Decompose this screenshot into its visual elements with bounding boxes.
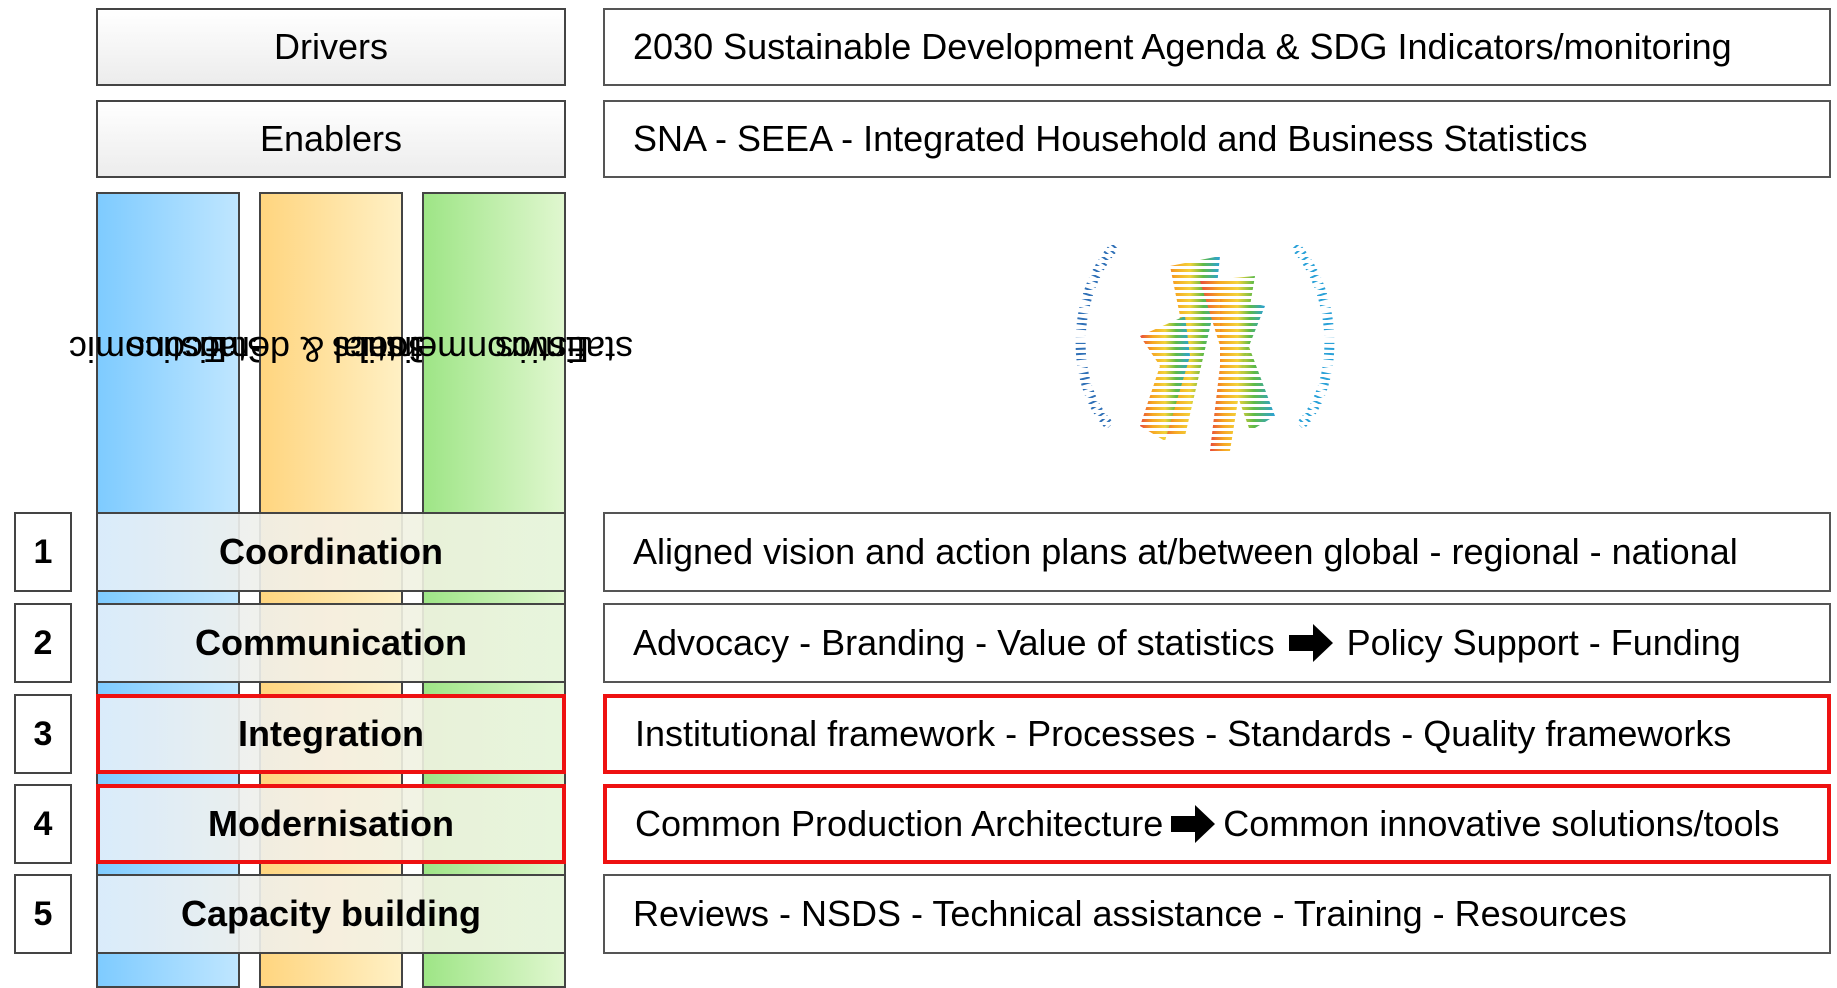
modernisation-description-part2: Common innovative solutions/tools bbox=[1223, 803, 1780, 844]
drivers-description: 2030 Sustainable Development Agenda & SD… bbox=[633, 26, 1732, 67]
capacity-building-description: Reviews - NSDS - Technical assistance - … bbox=[633, 893, 1627, 934]
drivers-description-box: 2030 Sustainable Development Agenda & SD… bbox=[603, 8, 1831, 86]
right-arrow-icon bbox=[1288, 624, 1333, 662]
modernisation-description-part1: Common Production Architecture bbox=[635, 803, 1164, 844]
integration-description-box: Institutional framework - Processes - St… bbox=[603, 694, 1831, 774]
sdg-globe-logo-icon bbox=[1070, 236, 1340, 468]
pillar-integration: Integration bbox=[96, 694, 566, 774]
enablers-description-box: SNA - SEEA - Integrated Household and Bu… bbox=[603, 100, 1831, 178]
pillar-capacity-building: Capacity building bbox=[96, 874, 566, 954]
coordination-description-box: Aligned vision and action plans at/betwe… bbox=[603, 512, 1831, 592]
drivers-label: Drivers bbox=[274, 26, 388, 67]
drivers-label-box: Drivers bbox=[96, 8, 566, 86]
enablers-label-box: Enablers bbox=[96, 100, 566, 178]
communication-description-part1: Advocacy - Branding - Value of statistic… bbox=[633, 622, 1275, 663]
enablers-description: SNA - SEEA - Integrated Household and Bu… bbox=[633, 118, 1588, 159]
pillar-number-1: 1 bbox=[14, 512, 72, 592]
pillar-number-3: 3 bbox=[14, 694, 72, 774]
communication-description-part2: Policy Support - Funding bbox=[1346, 622, 1741, 663]
pillar-coordination: Coordination bbox=[96, 512, 566, 592]
coordination-description: Aligned vision and action plans at/betwe… bbox=[633, 531, 1738, 572]
pillar-number-2: 2 bbox=[14, 603, 72, 683]
capacity-building-description-box: Reviews - NSDS - Technical assistance - … bbox=[603, 874, 1831, 954]
right-arrow-icon bbox=[1171, 805, 1216, 843]
enablers-label: Enablers bbox=[259, 118, 403, 159]
integration-description: Institutional framework - Processes - St… bbox=[635, 713, 1732, 754]
communication-description-box: Advocacy - Branding - Value of statistic… bbox=[603, 603, 1831, 683]
modernisation-description-box: Common Production Architecture Common in… bbox=[603, 784, 1831, 864]
pillar-number-4: 4 bbox=[14, 784, 72, 864]
pillar-communication: Communication bbox=[96, 603, 566, 683]
environmental-statistics-label: Environmental statistics bbox=[358, 329, 634, 370]
pillar-number-5: 5 bbox=[14, 874, 72, 954]
pillar-modernisation: Modernisation bbox=[96, 784, 566, 864]
